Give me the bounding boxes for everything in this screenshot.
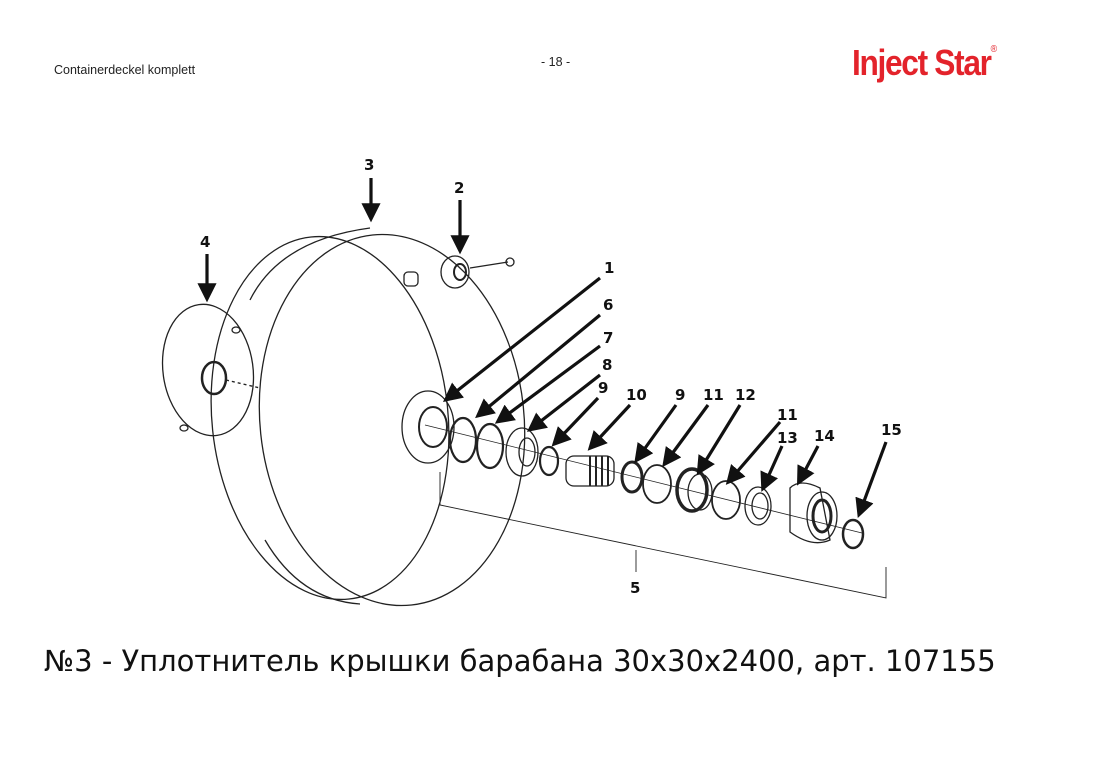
label-15: 15	[881, 421, 902, 439]
part-labels: 1 2 3 4 5 6 7 8 9 10 9 11 12 11 13 14 15	[200, 156, 902, 597]
part-caption: №3 - Уплотнитель крышки барабана 30x30x2…	[44, 644, 996, 678]
label-8: 8	[602, 356, 612, 374]
label-3: 3	[364, 156, 374, 174]
label-7: 7	[603, 329, 613, 347]
label-2: 2	[454, 179, 464, 197]
section-title: Containerdeckel komplett	[54, 63, 196, 77]
assembly-bracket	[439, 472, 887, 599]
valve-fitting	[403, 255, 515, 289]
label-4: 4	[200, 233, 210, 251]
label-11b: 11	[777, 406, 798, 424]
small-cover	[161, 303, 261, 437]
label-12: 12	[735, 386, 756, 404]
logo-text: Inject Star	[852, 42, 992, 83]
label-13: 13	[777, 429, 798, 447]
label-9a: 9	[598, 379, 608, 397]
label-9b: 9	[675, 386, 685, 404]
label-10: 10	[626, 386, 647, 404]
label-11a: 11	[703, 386, 724, 404]
label-5: 5	[630, 579, 640, 597]
drum-lid	[210, 227, 526, 607]
label-6: 6	[603, 296, 613, 314]
registered-mark: ®	[990, 44, 998, 55]
label-1: 1	[604, 259, 614, 277]
brand-logo: Inject Star®	[852, 42, 997, 84]
page-number: - 18 -	[541, 55, 571, 69]
label-14: 14	[814, 427, 835, 445]
callout-arrows	[197, 178, 888, 518]
